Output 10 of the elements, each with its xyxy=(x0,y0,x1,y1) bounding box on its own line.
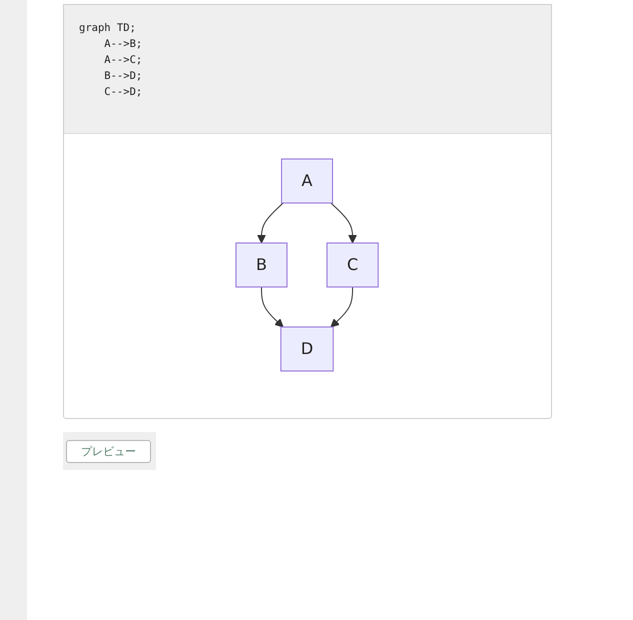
arrow xyxy=(261,286,284,328)
process-box: C xyxy=(326,242,380,288)
process-box: D xyxy=(280,326,334,372)
arrow xyxy=(330,202,358,244)
process-box: A xyxy=(281,158,334,204)
code-text: graph TD; A-->B; A-->C; B-->D; C-->D; xyxy=(79,21,142,100)
preview-button: プレビュー xyxy=(66,440,151,463)
process-box: B xyxy=(236,242,288,288)
arrow xyxy=(258,202,284,244)
arrow xyxy=(330,286,354,328)
